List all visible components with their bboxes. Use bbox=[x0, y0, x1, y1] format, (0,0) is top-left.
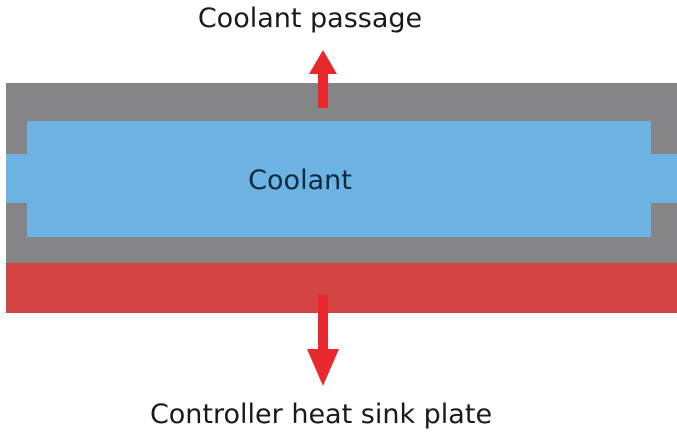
arrow-down-icon bbox=[307, 295, 339, 386]
arrow-up-icon bbox=[309, 50, 337, 108]
heat-sink-plate-label: Controller heat sink plate bbox=[150, 399, 492, 430]
coolant-label: Coolant bbox=[248, 165, 352, 196]
coolant-channel bbox=[6, 121, 677, 237]
coolant-passage-label: Coolant passage bbox=[198, 3, 422, 34]
heat-sink-plate bbox=[6, 263, 677, 313]
